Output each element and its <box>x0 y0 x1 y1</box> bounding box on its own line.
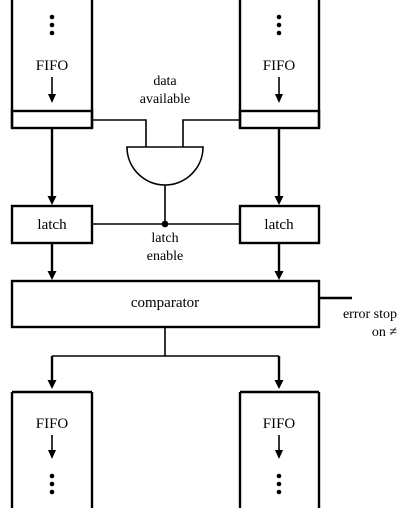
ellipsis-dot <box>276 22 282 28</box>
ellipsis-dot <box>49 489 55 495</box>
arrow-down-icon <box>47 271 57 280</box>
ellipsis-dot <box>49 481 55 487</box>
ellipsis-dot <box>49 22 55 28</box>
fifo-label: FIFO <box>263 58 296 74</box>
comparator-label: comparator <box>131 295 199 311</box>
latch-enable-label: enable <box>147 249 184 264</box>
ellipsis-dot <box>276 30 282 36</box>
fifo-bottom-left: FIFO <box>10 390 94 508</box>
latch-label: latch <box>37 217 67 233</box>
data-available-label: data <box>153 74 177 89</box>
data-available-label: available <box>140 92 191 107</box>
ellipsis-dot <box>276 473 282 479</box>
fifo-label: FIFO <box>263 416 296 432</box>
arrow-down-icon <box>48 450 56 459</box>
fifo-bottom-right: FIFO <box>238 390 321 508</box>
latch-left: latch <box>10 204 94 245</box>
arrow-down-icon <box>47 380 57 389</box>
and-gate <box>92 119 240 224</box>
fifo-top-right: FIFO <box>238 0 321 130</box>
arrow-down-icon <box>274 196 284 205</box>
arrow-down-icon <box>274 380 284 389</box>
ellipsis-dot <box>49 14 55 20</box>
arrow-down-icon <box>274 271 284 280</box>
fifo-top-left: FIFO <box>10 0 94 130</box>
arrow-down-icon <box>47 196 57 205</box>
ellipsis-dot <box>49 30 55 36</box>
latch-enable-label: latch <box>151 231 178 246</box>
comparator: comparator <box>10 279 321 329</box>
ellipsis-dot <box>49 473 55 479</box>
latch-right: latch <box>238 204 321 245</box>
arrow-down-icon <box>275 94 283 103</box>
ellipsis-dot <box>276 489 282 495</box>
fifo-label: FIFO <box>36 58 69 74</box>
ellipsis-dot <box>276 481 282 487</box>
ellipsis-dot <box>276 14 282 20</box>
error-stop-label: error stop <box>343 307 397 322</box>
junction-dot <box>161 220 169 228</box>
fifo-label: FIFO <box>36 416 69 432</box>
error-stop-label: on ≠ <box>372 325 398 340</box>
arrow-down-icon <box>48 94 56 103</box>
latch-label: latch <box>264 217 294 233</box>
arrow-down-icon <box>275 450 283 459</box>
